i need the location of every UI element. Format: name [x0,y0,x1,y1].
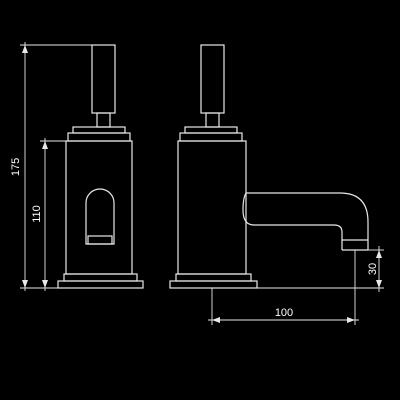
dimension-spout-reach: 100 [208,250,359,325]
side-spout [242,192,369,241]
front-body [65,140,133,275]
dimension-100-label: 100 [275,307,293,319]
front-arch-opening [85,188,115,245]
side-body [177,140,247,275]
front-base-plate [57,280,144,289]
front-cap-ring [67,132,131,142]
front-aerator [87,235,113,245]
dimension-110-label: 110 [31,205,43,223]
side-base-ring [175,273,252,282]
dimension-body-height: 110 [31,138,66,291]
side-cap-ring [179,132,243,142]
side-cap-ring-top [184,126,238,134]
dimension-30-label: 30 [367,263,379,275]
dimension-spout-height: 30 [257,246,384,292]
dimension-175-label: 175 [10,158,22,176]
side-base-plate [169,280,258,289]
side-handle-lever [200,44,225,114]
front-base-ring [63,273,138,282]
side-view [169,44,369,289]
side-handle-stem [205,112,220,128]
front-handle-stem [96,112,111,128]
dimension-total-height: 175 [10,42,92,291]
front-view [57,44,144,289]
front-handle-lever [91,44,116,114]
front-cap-ring-top [72,126,126,134]
